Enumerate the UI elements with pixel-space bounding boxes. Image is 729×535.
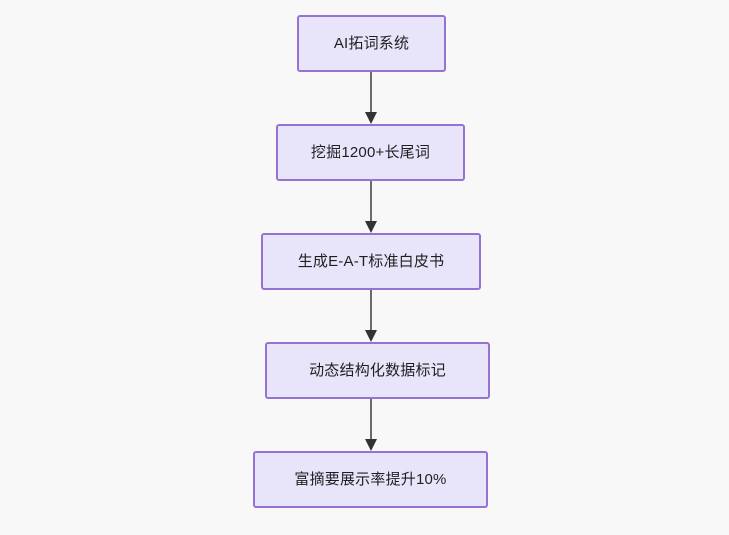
arrowhead-icon bbox=[365, 221, 377, 233]
connector-node1-node2 bbox=[365, 72, 377, 124]
flow-node-label: 挖掘1200+长尾词 bbox=[310, 143, 431, 161]
flow-node-label: AI拓词系统 bbox=[333, 34, 410, 52]
arrowhead-icon bbox=[365, 112, 377, 124]
flow-node-label: 动态结构化数据标记 bbox=[309, 361, 446, 379]
connector-node4-node5 bbox=[365, 399, 377, 451]
flow-node-label: 生成E-A-T标准白皮书 bbox=[297, 252, 445, 270]
flow-node-dynamic-structured-data-markup[interactable]: 动态结构化数据标记 bbox=[265, 342, 490, 399]
flow-node-mine-longtail-keywords[interactable]: 挖掘1200+长尾词 bbox=[276, 124, 465, 181]
flow-node-label: 富摘要展示率提升10% bbox=[294, 470, 447, 488]
flow-node-rich-snippet-rate-increase[interactable]: 富摘要展示率提升10% bbox=[253, 451, 488, 508]
flow-node-ai-keyword-system[interactable]: AI拓词系统 bbox=[297, 15, 446, 72]
connector-node2-node3 bbox=[365, 181, 377, 233]
arrowhead-icon bbox=[365, 439, 377, 451]
connector-node3-node4 bbox=[365, 290, 377, 342]
arrowhead-icon bbox=[365, 330, 377, 342]
flow-node-generate-eat-whitepaper[interactable]: 生成E-A-T标准白皮书 bbox=[261, 233, 481, 290]
